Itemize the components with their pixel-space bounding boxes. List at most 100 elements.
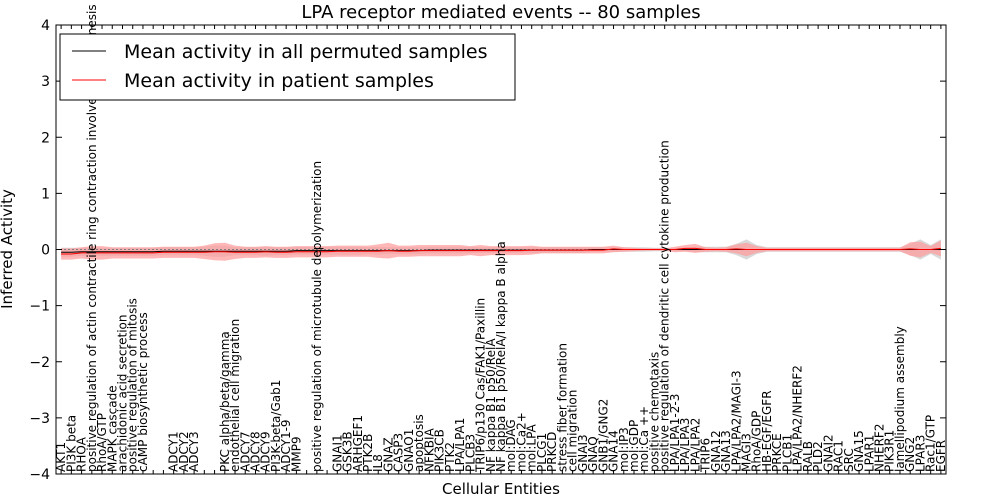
y-tick-label: 0 <box>41 243 50 259</box>
category-label: GNA15 <box>852 430 866 472</box>
category-label: GNAO1 <box>402 429 416 472</box>
category-label: GNAI2 <box>821 434 835 472</box>
series-lines <box>61 247 941 255</box>
category-label: positive regulation of mitosis <box>126 298 140 472</box>
patient-mean-line <box>61 247 941 255</box>
category-label: mol:Ca ++ <box>637 406 651 472</box>
y-tick-label: −1 <box>29 299 50 315</box>
category-label: NF kappa B1 p50/RelA <box>484 338 498 472</box>
category-label: TRIP6/p130 Cas/FAK1/Paxillin <box>474 298 488 473</box>
category-label: RhoA/GDP <box>750 411 764 472</box>
category-label: PI3K-beta/Gab1 <box>269 380 283 472</box>
category-label: PRKCD <box>545 432 559 472</box>
category-label: LPAR1 <box>862 435 876 472</box>
y-axis-title: Inferred Activity <box>0 189 16 309</box>
category-label: PIK3R1 <box>883 430 897 472</box>
y-tick-label: −2 <box>29 355 50 371</box>
y-tick-label: 3 <box>41 74 50 90</box>
legend-patient-label: Mean activity in patient samples <box>124 70 434 92</box>
category-label: GNA12 <box>709 430 723 472</box>
category-label: PLCG1 <box>535 433 549 472</box>
category-label: apoptosis <box>412 414 426 472</box>
category-label: MAPK cascade <box>105 385 119 472</box>
category-label: positive regulation of dendritic cell cy… <box>658 140 672 472</box>
category-label: lamellipodium assembly <box>893 326 907 472</box>
category-label: NF kappa B1 p50/RelA/I kappa B alpha <box>494 241 508 472</box>
category-label: MMP9 <box>289 436 303 472</box>
y-tick-label: 4 <box>41 18 50 34</box>
category-label: IL8 <box>371 454 385 472</box>
category-label: cell migration <box>566 390 580 472</box>
legend-permuted-label: Mean activity in all permuted samples <box>124 41 487 63</box>
category-label: PTK2B <box>361 434 375 472</box>
category-label: GNA14 <box>607 430 621 472</box>
x-axis-ticks <box>60 25 942 474</box>
category-label: PRKCE <box>770 433 784 472</box>
category-label: PLCB1 <box>780 434 794 472</box>
category-label: LPA/LPA2 <box>688 418 702 472</box>
category-label: PI3K beta <box>64 415 78 472</box>
category-label: GNAI3 <box>576 434 590 472</box>
category-label: positive regulation of actin contractile… <box>85 4 99 472</box>
category-label: LPA/LPA1 <box>453 418 467 472</box>
category-label: ADCY3 <box>187 431 201 472</box>
category-label: GSK3B <box>341 431 355 472</box>
category-label: arachidonic acid secretion <box>116 315 130 472</box>
chart-title: LPA receptor mediated events -- 80 sampl… <box>301 2 700 23</box>
category-label: positive chemotaxis <box>647 352 661 472</box>
category-label: RhoA/GTP <box>95 413 109 472</box>
y-tick-label: −4 <box>29 467 50 483</box>
legend: Mean activity in all permuted samples Me… <box>59 33 516 101</box>
category-label: endothelial cell migration <box>228 319 242 472</box>
category-label: LPA/LPA2/NHERF2 <box>791 365 805 472</box>
category-label: GNB1/GNG2 <box>596 399 610 472</box>
category-label: Rac1/GTP <box>924 415 938 472</box>
y-tick-label: −3 <box>29 411 50 427</box>
category-label: RHOA <box>75 436 89 472</box>
category-label: GNAQ <box>586 436 600 472</box>
category-label: PLCB3 <box>463 434 477 472</box>
category-label: ADCY7 <box>238 431 252 472</box>
category-label: mol:IP3 <box>617 427 631 472</box>
y-tick-label: 1 <box>41 186 50 202</box>
category-label: LPA/LPA1-2-3 <box>668 394 682 472</box>
category-label: GNAZ <box>382 437 396 472</box>
category-label: LPA/LPA3 <box>678 418 692 472</box>
category-label: PKC alpha/beta/gamma <box>218 331 232 472</box>
category-label: ARHGEF1 <box>351 415 365 472</box>
category-label: positive regulation of microtubule depol… <box>310 161 324 472</box>
category-label: cAMP biosynthetic process <box>136 312 150 472</box>
category-label: AKT1 <box>54 442 68 472</box>
category-label: ADCY8 <box>249 431 263 472</box>
category-label: GNA13 <box>719 430 733 472</box>
category-label: ADCY1 <box>167 431 181 472</box>
category-label: SRC <box>842 448 856 472</box>
category-label: GNG2 <box>903 437 917 472</box>
category-label: LPA/LPA2/MAGI-3 <box>729 370 743 472</box>
category-label: EGFR <box>934 440 948 472</box>
x-axis-title: Cellular Entities <box>442 480 560 498</box>
category-label: ADCY1-9 <box>279 419 293 472</box>
legend-box <box>59 33 516 101</box>
category-label: mol:GDP <box>627 420 641 472</box>
category-label: LPAR3 <box>913 435 927 472</box>
category-label: PLD2 <box>811 441 825 472</box>
category-label: ADCY2 <box>177 431 191 472</box>
category-label: stress fiber formation <box>555 343 569 472</box>
category-label: MAGI3 <box>740 433 754 472</box>
category-label: RAC1 <box>832 440 846 472</box>
category-label: NFKBIA <box>422 427 436 472</box>
category-label: PIK3CB <box>433 429 447 472</box>
category-label: NHERF2 <box>873 424 887 472</box>
category-label: PTK2 <box>443 442 457 472</box>
category-label: mol:DAG <box>504 419 518 472</box>
category-label: GNAI1 <box>330 434 344 472</box>
category-label: CASP3 <box>392 433 406 472</box>
category-label: mol:LPA <box>525 423 539 472</box>
category-label: HB-EGF/EGFR <box>760 390 774 472</box>
category-label: ADCY9 <box>259 431 273 472</box>
category-label: TRIP6 <box>699 438 713 473</box>
